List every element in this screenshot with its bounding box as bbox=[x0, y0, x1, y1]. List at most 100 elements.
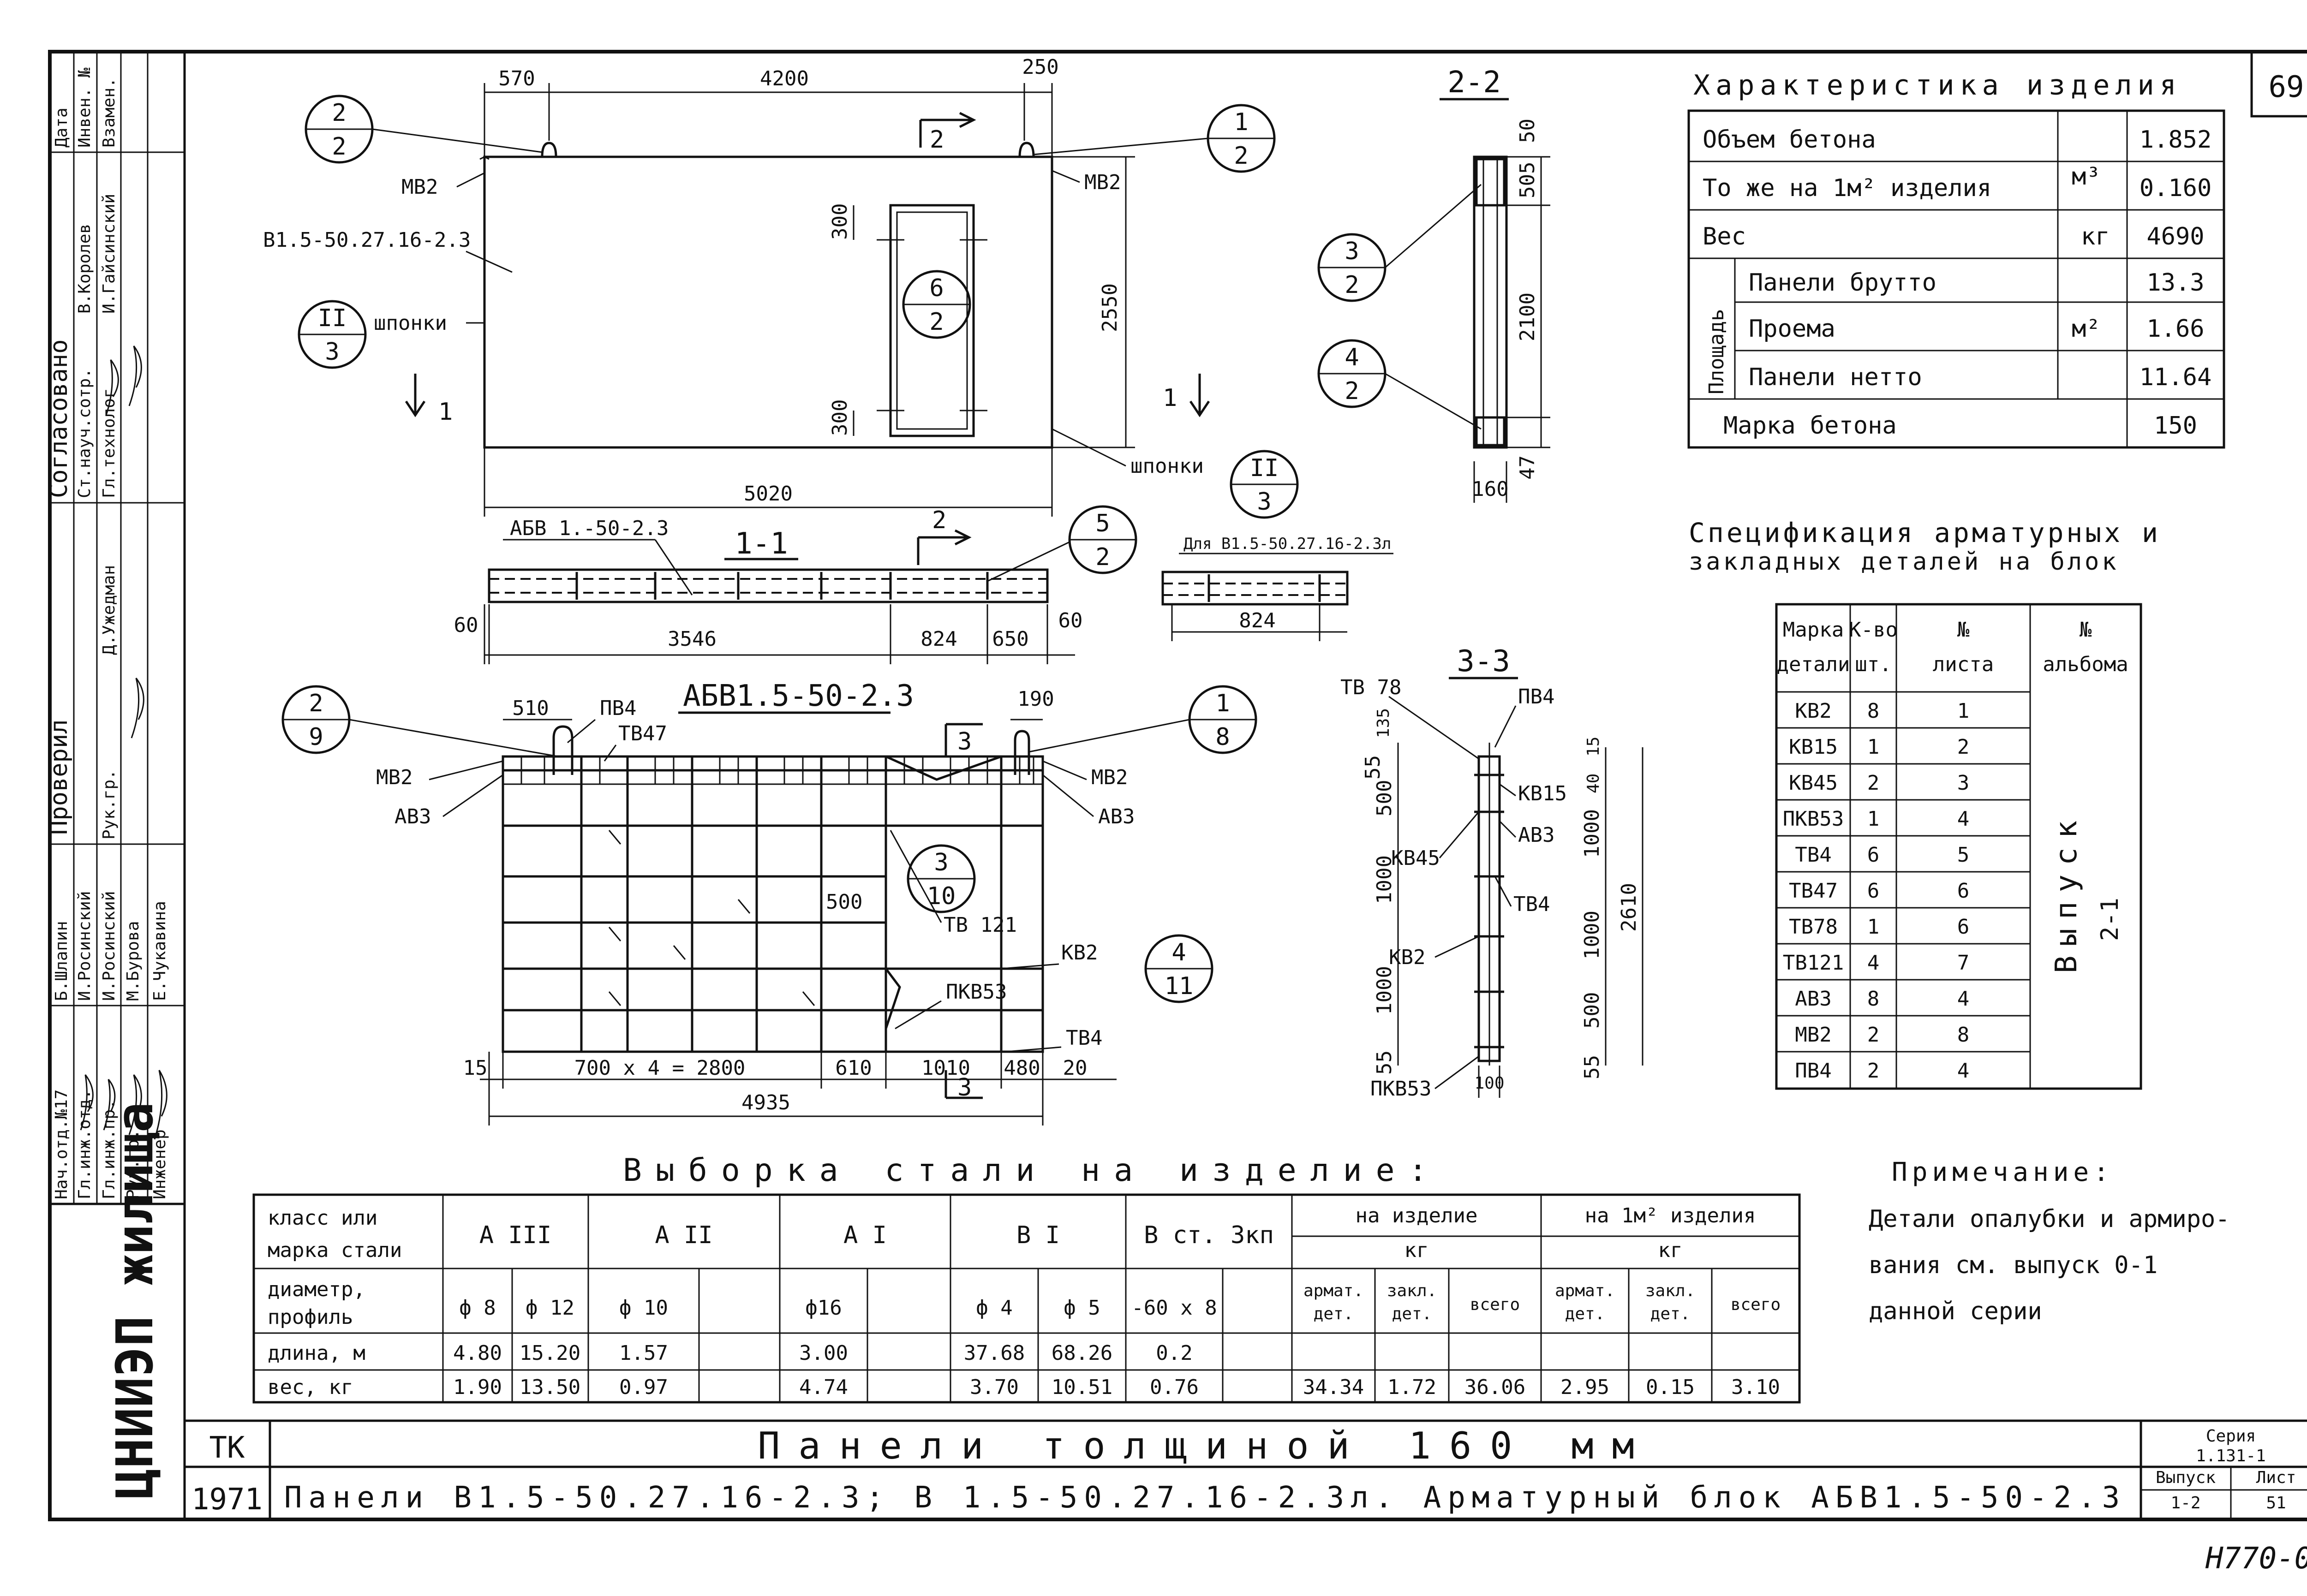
stamp-name-7: Е.Чукавина bbox=[150, 901, 169, 1001]
spec-album-1: Выпуск bbox=[2050, 811, 2084, 973]
signature-mark bbox=[105, 359, 119, 416]
steel-sum-header: закл. bbox=[1387, 1281, 1437, 1300]
section-2-2-title: 2-2 bbox=[1447, 66, 1501, 100]
label-mv2-block-left: МВ2 bbox=[376, 766, 412, 789]
left-stamp: Дата Инвен. № Взамен. Согласовано Ст.нау… bbox=[45, 52, 186, 1519]
dim-570: 570 bbox=[498, 67, 535, 90]
stamp-name-4: И.Росинский bbox=[75, 891, 94, 1001]
spec-h0b: детали bbox=[1777, 653, 1850, 676]
spec-cell-mark: ПВ4 bbox=[1795, 1059, 1831, 1083]
dim-610: 610 bbox=[835, 1056, 872, 1080]
steel-sum-value: 36.06 bbox=[1464, 1376, 1525, 1399]
dim-4200: 4200 bbox=[760, 67, 809, 90]
dim-300-bottom: 300 bbox=[828, 399, 852, 436]
label-tv4-33: ТВ4 bbox=[1513, 893, 1550, 916]
char-unit-0: м³ bbox=[2072, 163, 2101, 191]
sec2-1-1: 2 bbox=[932, 506, 946, 534]
char-value-3: 13.3 bbox=[2146, 269, 2204, 297]
label-mv2-block-right: МВ2 bbox=[1091, 766, 1128, 789]
steel-sum-header: армат. bbox=[1555, 1281, 1615, 1300]
series-value: 1.131-1 bbox=[2196, 1447, 2266, 1465]
section-2-2-wall bbox=[1473, 155, 1508, 449]
signature-mark bbox=[128, 1074, 142, 1135]
steel-length: 3.00 bbox=[799, 1341, 848, 1365]
spec-cell-mark: ТВ4 bbox=[1795, 843, 1831, 867]
spec-cell-qty: 2 bbox=[1867, 1059, 1880, 1083]
stamp-checked-name: Д.Ужедман bbox=[100, 565, 119, 655]
steel-profile: ф 10 bbox=[619, 1296, 668, 1320]
svg-text:10: 10 bbox=[927, 882, 956, 910]
svg-text:3: 3 bbox=[1345, 238, 1359, 265]
steel-sum-value: 1.72 bbox=[1387, 1376, 1436, 1399]
callout-3-2: 3 2 bbox=[1317, 184, 1482, 302]
block-title: АБВ1.5-50-2.3 bbox=[683, 679, 914, 713]
steel-per-item-h1: на изделие bbox=[1356, 1204, 1478, 1227]
svg-text:1: 1 bbox=[1234, 108, 1248, 136]
dim-500-block: 500 bbox=[826, 890, 862, 914]
callout-II-3-right: II 3 bbox=[1230, 450, 1299, 519]
steel-weight: 0.97 bbox=[619, 1376, 668, 1399]
svg-text:2: 2 bbox=[1345, 377, 1359, 405]
label-mv2-left: МВ2 bbox=[401, 175, 438, 199]
steel-per-m2-h1: на 1м² изделия bbox=[1585, 1204, 1756, 1227]
tk-label: ТК bbox=[209, 1431, 245, 1465]
spec-cell-qty: 8 bbox=[1867, 699, 1880, 723]
issue-label: Выпуск bbox=[2156, 1468, 2216, 1487]
reinforcement-block: АБВ1.5-50-2.3 bbox=[281, 679, 1257, 1126]
spec-h1b: шт. bbox=[1855, 653, 1891, 676]
spec-cell-mark: АВЗ bbox=[1795, 987, 1831, 1011]
svg-text:II: II bbox=[1250, 454, 1279, 482]
dim-650: 650 bbox=[992, 627, 1028, 651]
steel-class-h1: класс или bbox=[268, 1206, 377, 1230]
char-unit-4: м² bbox=[2072, 315, 2101, 343]
spec-cell-qty: 6 bbox=[1867, 843, 1880, 867]
spec-cell-qty: 1 bbox=[1867, 735, 1880, 759]
dim-15-block: 15 bbox=[463, 1056, 488, 1080]
svg-text:2: 2 bbox=[1345, 271, 1359, 299]
spec-cell-sheet: 3 bbox=[1957, 771, 1970, 795]
spec-cell-sheet: 1 bbox=[1957, 699, 1970, 723]
stamp-name-5: И.Росинский bbox=[100, 891, 119, 1001]
steel-length: 4.80 bbox=[453, 1341, 502, 1365]
label-kv15: КВ15 bbox=[1518, 782, 1567, 805]
stamp-name-6: М.Бурова bbox=[124, 921, 143, 1001]
spec-cell-sheet: 6 bbox=[1957, 915, 1970, 939]
series-label: Серия bbox=[2206, 1427, 2256, 1446]
sub-title: Панели В1.5-50.27.16-2.3; В 1.5-50.27.16… bbox=[284, 1481, 2126, 1515]
steel-profile: ф 4 bbox=[976, 1296, 1012, 1320]
stamp-name-1: В.Королев bbox=[75, 224, 94, 314]
signature-mark bbox=[103, 1079, 116, 1131]
dim-250: 250 bbox=[1022, 55, 1058, 79]
svg-text:2: 2 bbox=[1095, 543, 1110, 571]
stamp-checked-role: Рук.гр. bbox=[100, 769, 119, 840]
stamp-role-5: Гл.инж.пр. bbox=[100, 1099, 119, 1199]
steel-class-h2: марка стали bbox=[268, 1239, 402, 1262]
steel-profile: ф 5 bbox=[1064, 1296, 1100, 1320]
stamp-role-4: Гл.инж.отд. bbox=[75, 1090, 94, 1199]
note-block: Примечание: Детали опалубки и армиро- ва… bbox=[1869, 1157, 2230, 1325]
steel-per-m2-h2: кг bbox=[1658, 1239, 1683, 1262]
label-keys-left: шпонки bbox=[374, 311, 447, 335]
steel-sum-header: всего bbox=[1731, 1295, 1781, 1314]
steel-class-3: В I bbox=[1016, 1221, 1060, 1249]
dim-60-right: 60 bbox=[1058, 609, 1083, 632]
dim-47: 47 bbox=[1516, 455, 1539, 480]
steel-table: Выборка стали на изделие: класс или bbox=[252, 1152, 1801, 1404]
dim-50: 50 bbox=[1516, 119, 1539, 143]
lifting-loop bbox=[1018, 142, 1035, 157]
dim-824: 824 bbox=[920, 627, 957, 651]
label-tv121: ТВ 121 bbox=[944, 913, 1017, 937]
spec-cell-sheet: 8 bbox=[1957, 1023, 1970, 1047]
steel-weight: 4.74 bbox=[799, 1376, 848, 1399]
section-1-1: 1-1 АБВ 1.-50-2.3 60 3546 824 650 60 2 5… bbox=[454, 505, 1393, 664]
label-pkv53-block: ПКВ53 bbox=[946, 980, 1007, 1004]
signature-mark bbox=[154, 1070, 167, 1140]
callout-4-11: 4 11 bbox=[1144, 934, 1213, 1003]
stamp-date-header: Дата bbox=[52, 107, 71, 148]
drawing-number: Н770-03 bbox=[2205, 1542, 2307, 1576]
spec-cell-qty: 8 bbox=[1867, 987, 1880, 1011]
spec-cell-qty: 2 bbox=[1867, 771, 1880, 795]
steel-weight: 10.51 bbox=[1052, 1376, 1112, 1399]
